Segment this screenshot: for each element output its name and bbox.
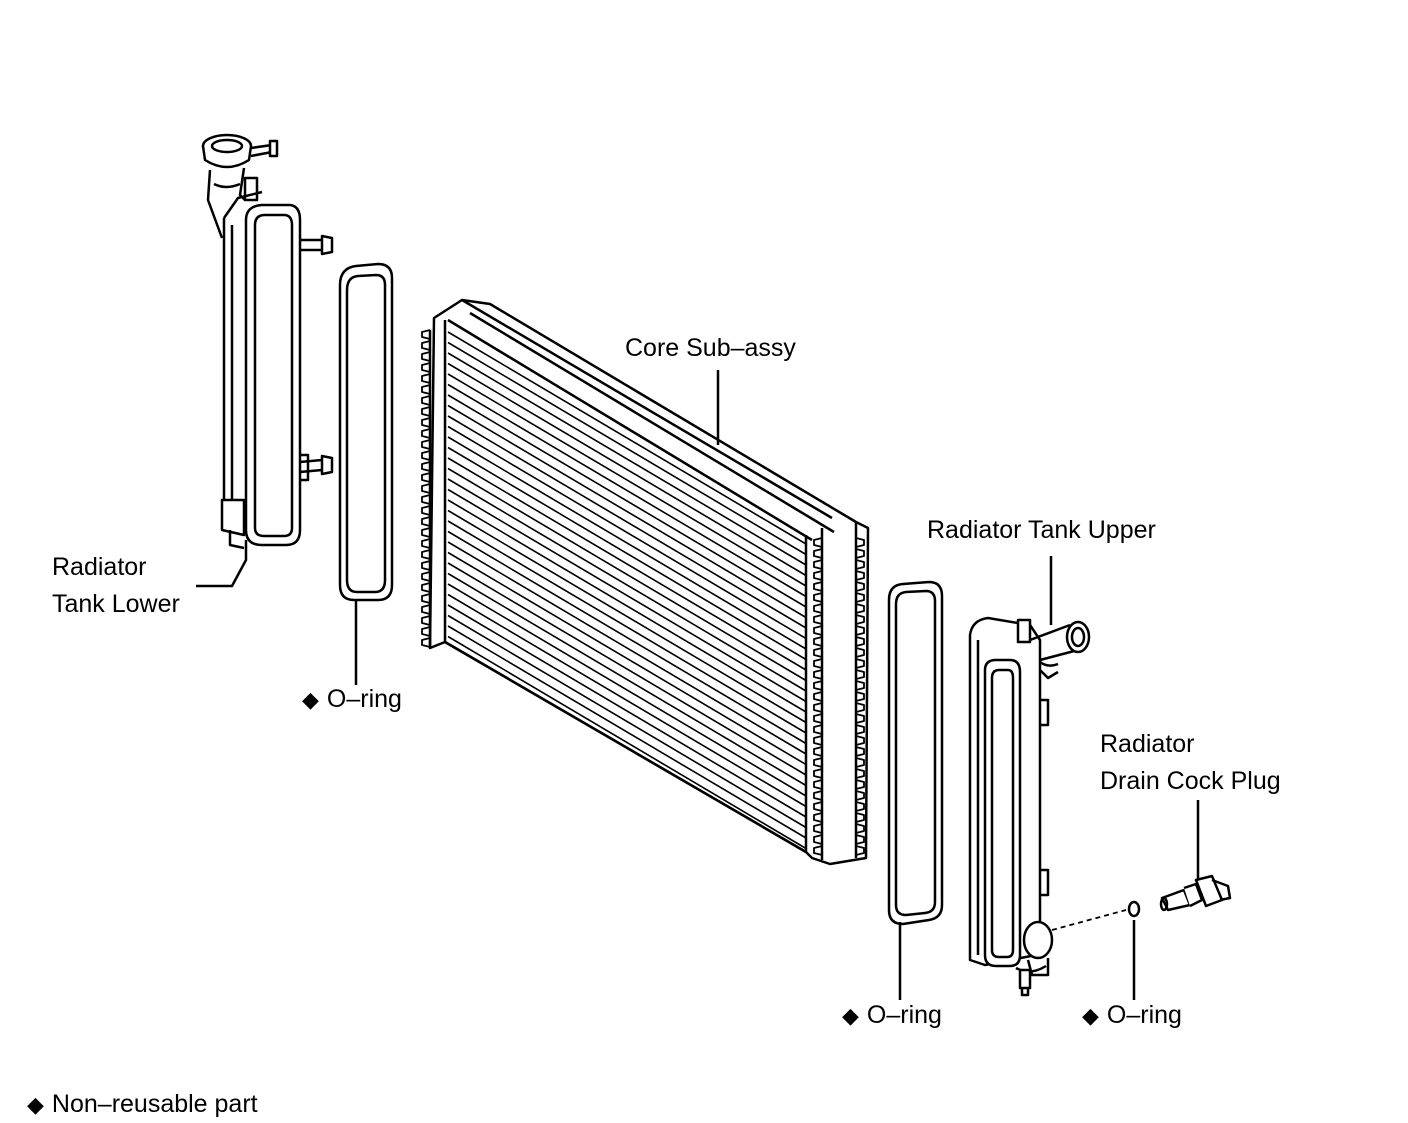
non-reusable-marker-icon: ◆ (842, 1003, 859, 1028)
o-ring-left-text: O–ring (326, 685, 402, 713)
label-o-ring-middle: ◆ O–ring (842, 997, 942, 1034)
small-o-ring (1127, 900, 1141, 918)
non-reusable-marker-icon: ◆ (302, 687, 319, 712)
label-tank-lower-line1: Radiator (52, 553, 147, 581)
label-drain-line2: Drain Cock Plug (1100, 767, 1281, 795)
label-o-ring-small: ◆ O–ring (1082, 997, 1182, 1034)
radiator-tank-upper (968, 616, 1091, 997)
leader-tank-lower (196, 540, 248, 588)
o-ring-small-text: O–ring (1106, 1001, 1182, 1029)
label-radiator-tank-upper: Radiator Tank Upper (927, 516, 1156, 544)
label-core-sub-assy: Core Sub–assy (625, 334, 796, 362)
label-tank-lower-line2: Tank Lower (52, 590, 180, 618)
radiator-tank-lower (201, 133, 334, 550)
legend-text: Non–reusable part (51, 1090, 258, 1118)
o-ring-gasket-middle (887, 580, 944, 926)
assembly-dashed-line (1051, 909, 1127, 931)
legend-non-reusable: ◆ Non–reusable part (27, 1086, 258, 1123)
label-radiator-drain-cock-plug: Radiator Drain Cock Plug (1100, 726, 1281, 800)
core-sub-assy (421, 298, 870, 866)
label-drain-line1: Radiator (1100, 730, 1195, 758)
non-reusable-marker-icon: ◆ (27, 1092, 44, 1117)
o-ring-gasket-left (338, 262, 394, 602)
label-o-ring-left: ◆ O–ring (302, 681, 402, 718)
non-reusable-marker-icon: ◆ (1082, 1003, 1099, 1028)
label-radiator-tank-lower: Radiator Tank Lower (52, 549, 180, 623)
o-ring-middle-text: O–ring (866, 1001, 942, 1029)
radiator-drain-cock-plug (1159, 874, 1232, 912)
